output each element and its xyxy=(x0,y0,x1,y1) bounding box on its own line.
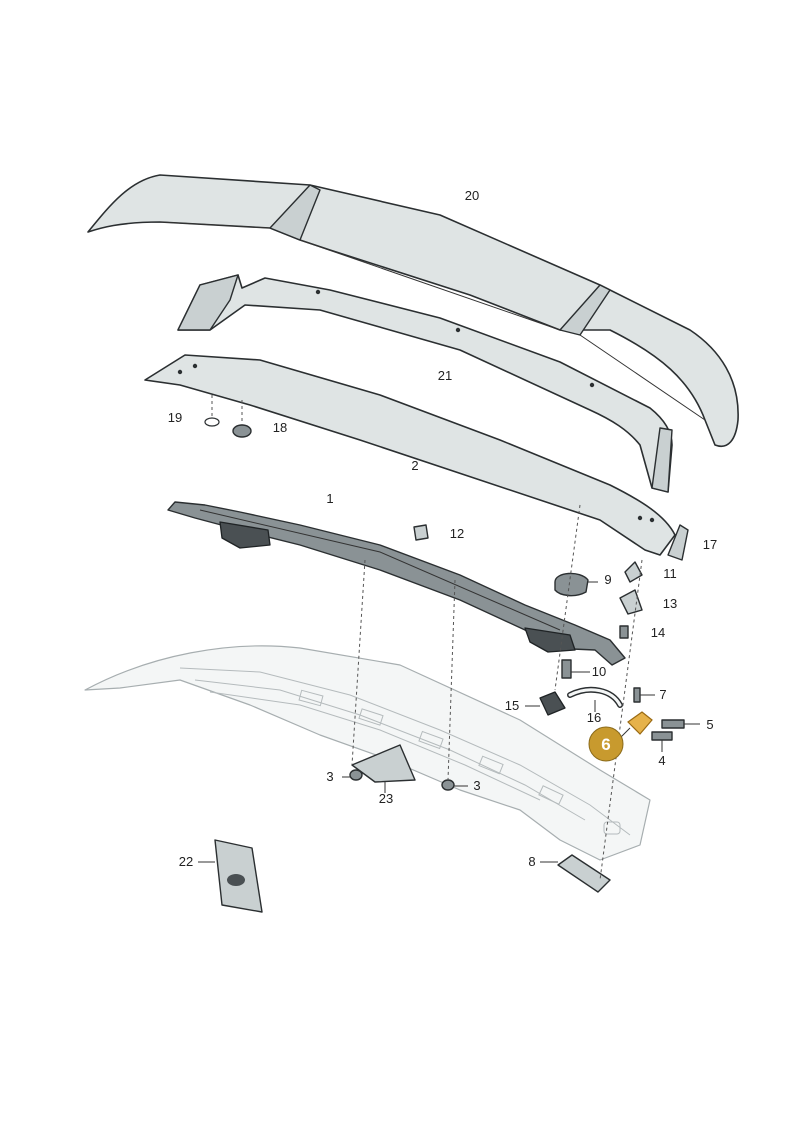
callout-1: 1 xyxy=(326,491,333,506)
spoiler-lower-hole-2 xyxy=(192,363,198,369)
callout-19: 19 xyxy=(168,410,182,425)
callout-20: 20 xyxy=(465,188,479,203)
callout-15: 15 xyxy=(505,698,519,713)
callout-3-right: 3 xyxy=(473,778,480,793)
spoiler-lower-2 xyxy=(144,354,676,556)
hose-16-inner xyxy=(568,688,622,707)
body-panel-inner-edge xyxy=(179,667,631,836)
carrier-bracket-edge xyxy=(199,509,561,631)
nut-3-left xyxy=(349,769,363,781)
bolt-5 xyxy=(661,719,685,729)
body-panel-cutout-5 xyxy=(538,785,564,805)
nut-3-right xyxy=(441,779,455,791)
body-panel-slot xyxy=(603,821,621,835)
bracket-11 xyxy=(624,561,643,583)
callout-14: 14 xyxy=(651,625,665,640)
washer-19 xyxy=(204,417,220,427)
callout-4: 4 xyxy=(658,753,665,768)
bolt-7 xyxy=(633,687,641,703)
grommet-18 xyxy=(232,424,252,438)
clip-12 xyxy=(413,524,429,541)
spoiler-lower-hole-1 xyxy=(177,369,183,375)
callout-7: 7 xyxy=(659,687,666,702)
spoiler-mid-hole-2 xyxy=(455,327,461,333)
spoiler-mid-endcap-left xyxy=(177,274,239,331)
highlight-badge-label[interactable]: 6 xyxy=(601,735,610,754)
mount-9 xyxy=(554,572,589,597)
spoiler-upper-panel-right xyxy=(559,284,611,336)
callout-11: 11 xyxy=(663,566,677,581)
body-panel-cutout-3 xyxy=(418,730,444,750)
spoiler-upper-edge xyxy=(159,221,706,421)
guide-line-3 xyxy=(554,504,581,691)
spoiler-upper-20 xyxy=(87,174,739,447)
bracket-23 xyxy=(351,744,416,783)
hinge-8 xyxy=(557,854,611,893)
spoiler-mid-hole-3 xyxy=(589,382,595,388)
callout-16: 16 xyxy=(587,710,601,725)
callout-18: 18 xyxy=(273,420,287,435)
guide-line-1 xyxy=(351,559,366,766)
carrier-bracket-mount-left xyxy=(219,521,271,549)
bolt-14 xyxy=(619,625,629,639)
callout-10: 10 xyxy=(592,664,606,679)
screw-10 xyxy=(561,659,572,679)
body-panel-group xyxy=(84,645,651,861)
spoiler-mid-endcap-right xyxy=(651,427,673,493)
callout-3-left: 3 xyxy=(326,769,333,784)
callout-5: 5 xyxy=(706,717,713,732)
callout-17: 17 xyxy=(703,537,717,552)
highlight-badge-circle[interactable] xyxy=(588,726,624,762)
carrier-bracket-1 xyxy=(167,501,626,666)
grommet-15 xyxy=(539,691,566,716)
highlight-badge-6[interactable]: 6 xyxy=(588,726,624,762)
callout-2: 2 xyxy=(411,458,418,473)
bracket-13 xyxy=(619,589,643,615)
spoiler-upper-panel-left xyxy=(269,184,321,241)
callout-9: 9 xyxy=(604,572,611,587)
callout-12: 12 xyxy=(450,526,464,541)
bolt-4 xyxy=(651,731,673,741)
body-panel-cutout-2 xyxy=(358,708,384,726)
body-panel-channel-2 xyxy=(209,691,541,801)
spoiler-mid-21 xyxy=(177,274,673,493)
body-panel-cutout-4 xyxy=(478,755,504,775)
carrier-bracket-shape xyxy=(167,501,626,666)
callout-22: 22 xyxy=(179,854,193,869)
callout-13: 13 xyxy=(663,596,677,611)
callout-21: 21 xyxy=(438,368,452,383)
body-panel xyxy=(84,645,651,861)
spoiler-lower-shape xyxy=(144,354,676,556)
body-panel-cutout-1 xyxy=(298,689,324,707)
callout-23: 23 xyxy=(379,791,393,806)
callout-8: 8 xyxy=(528,854,535,869)
spoiler-lower-hole-4 xyxy=(649,517,655,523)
body-panel-channel xyxy=(194,679,586,821)
spoiler-lower-hole-3 xyxy=(637,515,643,521)
label-plate-22-mark xyxy=(227,874,245,886)
spoiler-mid-hole-1 xyxy=(315,289,321,295)
trim-piece-17 xyxy=(667,524,689,561)
carrier-bracket-mount-right xyxy=(524,627,576,653)
bracket-6 xyxy=(627,711,653,735)
